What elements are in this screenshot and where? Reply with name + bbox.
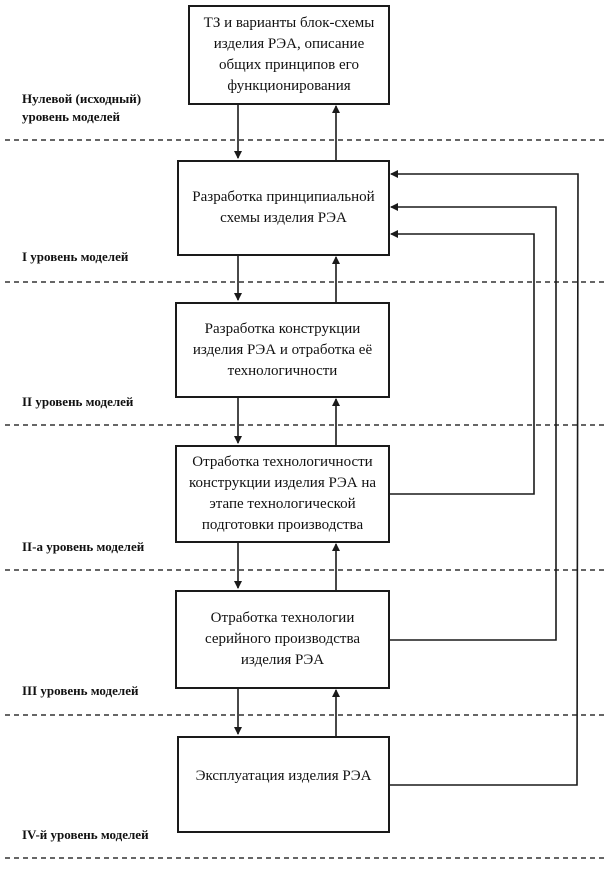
block-text: Разработка конструкции изделия РЭА и отр… xyxy=(192,320,373,379)
block-construction-design: Разработка конструкции изделия РЭА и отр… xyxy=(175,302,390,398)
level-label-zero: Нулевой (исходный) уровень моделей xyxy=(22,91,142,124)
level-label-4: IV-й уровень моделей xyxy=(22,827,149,842)
block-serial-production: Отработка технологии серийного производс… xyxy=(175,590,390,689)
block-text: Отработка технологичности конструкции из… xyxy=(188,454,377,533)
block-text: Отработка технологии серийного производс… xyxy=(204,610,361,668)
block-text: ТЗ и варианты блок-схемы изделия РЭА, оп… xyxy=(203,15,375,94)
block-tech-preparation: Отработка технологичности конструкции из… xyxy=(175,445,390,543)
block-operation: Эксплуатация изделия РЭА xyxy=(177,736,390,833)
block-initial-spec: ТЗ и варианты блок-схемы изделия РЭА, оп… xyxy=(188,5,390,105)
block-text: Эксплуатация изделия РЭА xyxy=(195,768,372,784)
level-label-3: III уровень моделей xyxy=(22,683,139,698)
level-label-1: I уровень моделей xyxy=(22,249,129,264)
feedback-b3-b1 xyxy=(390,230,535,495)
block-text: Разработка принципиальной схемы изделия … xyxy=(192,189,375,226)
block-schematic-design: Разработка принципиальной схемы изделия … xyxy=(177,160,390,256)
level-label-2a: II-а уровень моделей xyxy=(22,539,145,554)
feedback-b4-b1 xyxy=(389,203,557,641)
feedback-b5-b1 xyxy=(389,170,579,786)
level-label-2: II уровень моделей xyxy=(22,394,134,409)
